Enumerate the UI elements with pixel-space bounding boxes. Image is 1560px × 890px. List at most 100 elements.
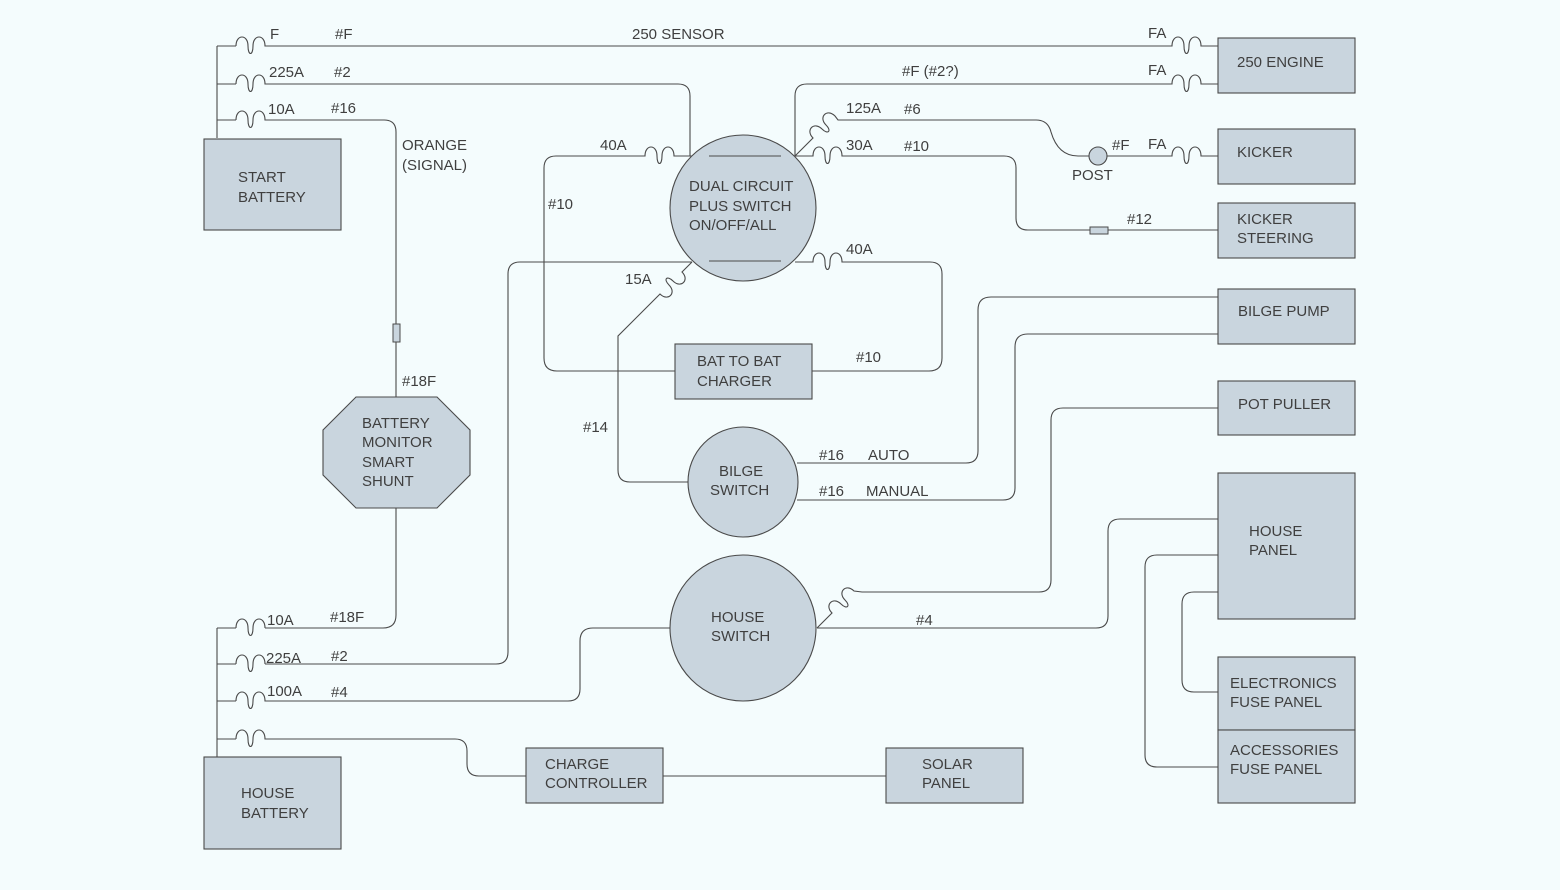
label-fuse-40a-left: 40A	[600, 137, 627, 154]
charge-controller[interactable]: CHARGE CONTROLLER	[525, 747, 664, 804]
wire-charge-controller	[235, 729, 526, 777]
label-fuse-225a-house: 225A	[266, 650, 301, 667]
charger-label-2: CHARGER	[697, 373, 772, 390]
post-terminal[interactable]: POST	[1072, 146, 1113, 184]
label-post-f: #F	[1112, 137, 1130, 154]
label-fa-engine-bottom: FA	[1148, 62, 1166, 79]
wire-bilge-manual	[797, 333, 1218, 501]
start-battery-label-2: BATTERY	[238, 189, 306, 206]
bilge-switch[interactable]: BILGE SWITCH	[687, 426, 799, 538]
solar-panel[interactable]: SOLAR PANEL	[885, 747, 1024, 804]
label-fa-kicker: FA	[1148, 136, 1166, 153]
wire-accessories	[1144, 554, 1218, 768]
engine-250[interactable]: 250 ENGINE	[1217, 37, 1356, 94]
label-wire-10-right: #10	[904, 138, 929, 155]
label-fa-engine-top: FA	[1148, 25, 1166, 42]
wires	[216, 36, 1218, 777]
label-wire-14: #14	[583, 419, 608, 436]
label-orange: ORANGE	[402, 137, 467, 154]
pot-puller[interactable]: POT PULLER	[1217, 380, 1356, 436]
wire-100a	[235, 627, 671, 710]
label-fuse-10a-house: 10A	[267, 612, 294, 629]
wire-125a	[794, 112, 1218, 165]
label-wire-4-house-batt: #4	[331, 684, 348, 701]
accessories-fuse-panel[interactable]: ACCESSORIES FUSE PANEL	[1217, 729, 1356, 804]
wire-250-sensor	[235, 36, 1218, 55]
battery-monitor-label-3: SMART	[362, 454, 414, 471]
fuse-10a-house	[235, 618, 266, 637]
bat-to-bat-charger[interactable]: BAT TO BAT CHARGER	[674, 343, 813, 400]
label-wire-f-top: #F	[335, 26, 353, 43]
inline-fuse-signal	[392, 323, 401, 343]
start-battery[interactable]: START BATTERY	[203, 138, 342, 231]
wire-40a-left	[543, 146, 692, 372]
label-wire-6: #6	[904, 101, 921, 118]
inline-fuse-steering	[1089, 226, 1109, 235]
fuse-225a-house	[235, 654, 266, 673]
house-panel-label-1: HOUSE	[1249, 523, 1302, 540]
electronics-label-2: FUSE PANEL	[1230, 694, 1322, 711]
label-250-sensor: 250 SENSOR	[632, 26, 725, 43]
charge-controller-label-2: CONTROLLER	[545, 775, 648, 792]
kicker-label: KICKER	[1237, 144, 1293, 161]
label-wire-18f-lower: #18F	[330, 609, 364, 626]
label-wire-16-auto: #16	[819, 447, 844, 464]
label-fuse-10a-start: 10A	[268, 101, 295, 118]
label-wire-f-2: #F (#2?)	[902, 63, 959, 80]
house-panel-label-2: PANEL	[1249, 542, 1297, 559]
start-battery-bus	[216, 45, 236, 138]
battery-monitor-label-1: BATTERY	[362, 415, 430, 432]
wire-bilge-auto	[797, 296, 1218, 464]
label-wire-10-left: #10	[548, 196, 573, 213]
house-battery[interactable]: HOUSE BATTERY	[203, 756, 342, 850]
label-wire-12: #12	[1127, 211, 1152, 228]
engine-250-label: 250 ENGINE	[1237, 54, 1324, 71]
wire-18f-lower	[265, 508, 397, 629]
label-wire-16-start: #16	[331, 100, 356, 117]
label-fuse-f: F	[270, 26, 279, 43]
house-switch[interactable]: HOUSE SWITCH	[669, 554, 817, 702]
bilge-pump-label: BILGE PUMP	[1238, 303, 1330, 320]
bilge-switch-label-2: SWITCH	[710, 482, 769, 499]
bilge-pump[interactable]: BILGE PUMP	[1217, 288, 1356, 345]
charger-label-1: BAT TO BAT	[697, 353, 781, 370]
battery-monitor-label-2: MONITOR	[362, 434, 433, 451]
dual-circuit-switch[interactable]: DUAL CIRCUIT PLUS SWITCH ON/OFF/ALL	[669, 134, 817, 282]
dual-switch-label-2: PLUS SWITCH	[689, 198, 792, 215]
wire-pot-puller	[816, 407, 1218, 629]
house-switch-label-2: SWITCH	[711, 628, 770, 645]
accessories-label-2: FUSE PANEL	[1230, 761, 1322, 778]
wire-15a	[617, 261, 693, 483]
kicker[interactable]: KICKER	[1217, 128, 1356, 185]
solar-panel-label-1: SOLAR	[922, 756, 973, 773]
kicker-steering-label-2: STEERING	[1237, 230, 1314, 247]
pot-puller-label: POT PULLER	[1238, 396, 1331, 413]
label-fuse-30a: 30A	[846, 137, 873, 154]
wire-225a-start	[235, 74, 691, 156]
solar-panel-label-2: PANEL	[922, 775, 970, 792]
label-wire-2-house: #2	[331, 648, 348, 665]
label-wire-10-charger: #10	[856, 349, 881, 366]
label-wire-16-manual: #16	[819, 483, 844, 500]
house-panel[interactable]: HOUSE PANEL	[1217, 472, 1356, 620]
electronics-fuse-panel[interactable]: ELECTRONICS FUSE PANEL	[1217, 656, 1356, 731]
battery-monitor-label-4: SHUNT	[362, 473, 414, 490]
kicker-steering-label-1: KICKER	[1237, 211, 1293, 228]
dual-switch-label-3: ON/OFF/ALL	[689, 217, 777, 234]
label-manual: MANUAL	[866, 483, 929, 500]
kicker-steering[interactable]: KICKER STEERING	[1217, 202, 1356, 259]
post-label: POST	[1072, 167, 1113, 184]
label-fuse-40a-right: 40A	[846, 241, 873, 258]
dual-switch-label-1: DUAL CIRCUIT	[689, 178, 793, 195]
battery-monitor-smart-shunt[interactable]: BATTERY MONITOR SMART SHUNT	[322, 396, 471, 509]
electronics-label-1: ELECTRONICS	[1230, 675, 1337, 692]
label-fuse-125a: 125A	[846, 100, 881, 117]
accessories-label-1: ACCESSORIES	[1230, 742, 1338, 759]
charge-controller-label-1: CHARGE	[545, 756, 609, 773]
wire-electronics	[1181, 591, 1218, 693]
wire-225a-house	[265, 261, 692, 665]
wire-house-panel	[817, 518, 1218, 629]
bilge-switch-label-1: BILGE	[719, 463, 763, 480]
label-wire-2-start: #2	[334, 64, 351, 81]
